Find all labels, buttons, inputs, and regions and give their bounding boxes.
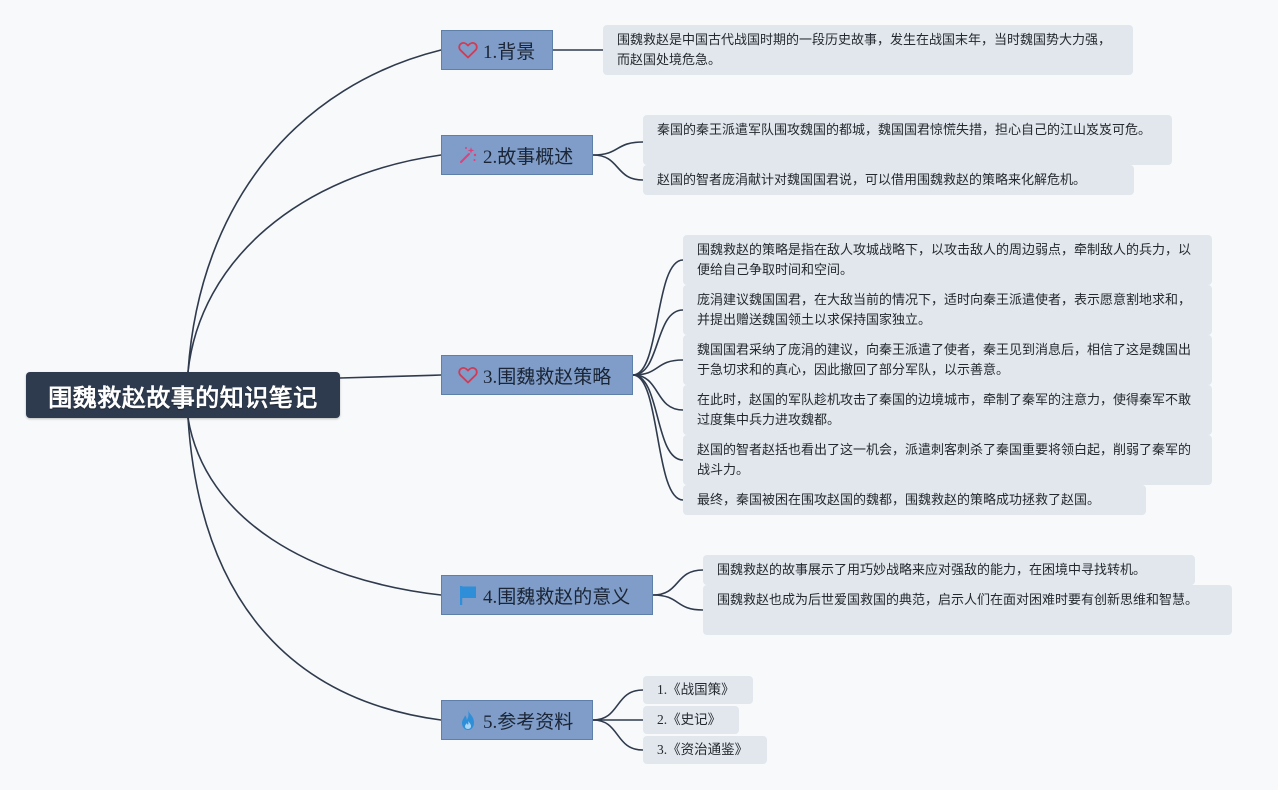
leaf-note[interactable]: 魏国国君采纳了庞涓的建议，向秦王派遣了使者，秦王见到消息后，相信了这是魏国出于急… bbox=[683, 335, 1212, 385]
reference-item[interactable]: 1.《战国策》 bbox=[643, 676, 753, 704]
flag-icon bbox=[457, 584, 479, 606]
reference-text: 3.《资治通鉴》 bbox=[657, 742, 749, 757]
connector-line bbox=[187, 417, 442, 721]
leaf-text: 围魏救赵是中国古代战国时期的一段历史故事，发生在战国末年，当时魏国势大力强，而赵… bbox=[617, 33, 1112, 68]
connector-line bbox=[632, 309, 684, 376]
leaf-text: 秦国的秦王派遣军队围攻魏国的都城，魏国国君惊慌失措，担心自己的江山岌岌可危。 bbox=[657, 123, 1152, 138]
heart-icon bbox=[457, 39, 479, 61]
connector-line bbox=[592, 141, 644, 156]
leaf-note[interactable]: 秦国的秦王派遣军队围攻魏国的都城，魏国国君惊慌失措，担心自己的江山岌岌可危。 bbox=[643, 115, 1172, 165]
connector-line bbox=[592, 719, 644, 751]
leaf-note[interactable]: 最终，秦国被困在围攻赵国的魏都，围魏救赵的策略成功拯救了赵国。 bbox=[683, 485, 1146, 515]
branch-story-overview[interactable]: 2.故事概述 bbox=[441, 135, 593, 175]
branch-background[interactable]: 1.背景 bbox=[441, 30, 553, 70]
connector-line bbox=[592, 689, 644, 721]
connector-line bbox=[652, 569, 704, 596]
branch-label: 3.围魏救赵策略 bbox=[483, 366, 612, 388]
heart-icon bbox=[457, 364, 479, 386]
leaf-text: 赵国的智者庞涓献计对魏国国君说，可以借用围魏救赵的策略来化解危机。 bbox=[657, 173, 1087, 188]
connector-line bbox=[187, 154, 442, 373]
leaf-text: 最终，秦国被困在围攻赵国的魏都，围魏救赵的策略成功拯救了赵国。 bbox=[697, 493, 1101, 508]
branch-label: 5.参考资料 bbox=[483, 711, 574, 733]
fire-icon bbox=[457, 709, 479, 731]
connector-line bbox=[632, 374, 684, 411]
leaf-note[interactable]: 围魏救赵是中国古代战国时期的一段历史故事，发生在战国末年，当时魏国势大力强，而赵… bbox=[603, 25, 1133, 75]
connector-line bbox=[632, 259, 684, 376]
leaf-text: 赵国的智者赵括也看出了这一机会，派遣刺客刺杀了秦国重要将领白起，削弱了秦军的战斗… bbox=[697, 443, 1192, 478]
sparkle-wand-icon bbox=[457, 144, 479, 166]
connector-line bbox=[632, 374, 684, 461]
leaf-note[interactable]: 庞涓建议魏国国君，在大敌当前的情况下，适时向秦王派遣使者，表示愿意割地求和，并提… bbox=[683, 285, 1212, 335]
connector-line bbox=[632, 359, 684, 376]
reference-text: 2.《史记》 bbox=[657, 712, 722, 727]
connector-line bbox=[187, 417, 442, 596]
leaf-note[interactable]: 围魏救赵的策略是指在敌人攻城战略下，以攻击敌人的周边弱点，牵制敌人的兵力，以便给… bbox=[683, 235, 1212, 285]
leaf-note[interactable]: 围魏救赵的故事展示了用巧妙战略来应对强敌的能力，在困境中寻找转机。 bbox=[703, 555, 1195, 585]
branch-label: 1.背景 bbox=[483, 41, 536, 63]
leaf-text: 围魏救赵也成为后世爱国救国的典范，启示人们在面对困难时要有创新思维和智慧。 bbox=[717, 593, 1199, 608]
leaf-text: 魏国国君采纳了庞涓的建议，向秦王派遣了使者，秦王见到消息后，相信了这是魏国出于急… bbox=[697, 343, 1192, 378]
reference-item[interactable]: 3.《资治通鉴》 bbox=[643, 736, 767, 764]
reference-text: 1.《战国策》 bbox=[657, 682, 735, 697]
branch-strategy[interactable]: 3.围魏救赵策略 bbox=[441, 355, 633, 395]
connector-line bbox=[592, 154, 644, 181]
connector-line bbox=[187, 49, 442, 373]
leaf-note[interactable]: 赵国的智者庞涓献计对魏国国君说，可以借用围魏救赵的策略来化解危机。 bbox=[643, 165, 1134, 195]
branch-significance[interactable]: 4.围魏救赵的意义 bbox=[441, 575, 653, 615]
root-topic[interactable]: 围魏救赵故事的知识笔记 bbox=[26, 372, 340, 418]
leaf-note[interactable]: 赵国的智者赵括也看出了这一机会，派遣刺客刺杀了秦国重要将领白起，削弱了秦军的战斗… bbox=[683, 435, 1212, 485]
branch-references[interactable]: 5.参考资料 bbox=[441, 700, 593, 740]
branch-label: 4.围魏救赵的意义 bbox=[483, 586, 631, 608]
connector-line bbox=[339, 374, 442, 379]
reference-item[interactable]: 2.《史记》 bbox=[643, 706, 739, 734]
leaf-text: 庞涓建议魏国国君，在大敌当前的情况下，适时向秦王派遣使者，表示愿意割地求和，并提… bbox=[697, 293, 1192, 328]
leaf-note[interactable]: 在此时，赵国的军队趁机攻击了秦国的边境城市，牵制了秦军的注意力，使得秦军不敢过度… bbox=[683, 385, 1212, 435]
leaf-text: 在此时，赵国的军队趁机攻击了秦国的边境城市，牵制了秦军的注意力，使得秦军不敢过度… bbox=[697, 393, 1192, 428]
leaf-note[interactable]: 围魏救赵也成为后世爱国救国的典范，启示人们在面对困难时要有创新思维和智慧。 bbox=[703, 585, 1232, 635]
connector-line bbox=[652, 594, 704, 611]
leaf-text: 围魏救赵的策略是指在敌人攻城战略下，以攻击敌人的周边弱点，牵制敌人的兵力，以便给… bbox=[697, 243, 1192, 278]
root-topic-label: 围魏救赵故事的知识笔记 bbox=[48, 383, 318, 412]
connector-line bbox=[632, 374, 684, 501]
branch-label: 2.故事概述 bbox=[483, 146, 574, 168]
leaf-text: 围魏救赵的故事展示了用巧妙战略来应对强敌的能力，在困境中寻找转机。 bbox=[717, 563, 1147, 578]
